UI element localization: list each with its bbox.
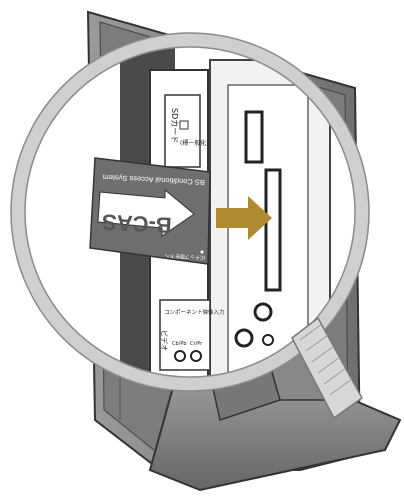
cb-pb-label: Cb/Pb bbox=[172, 341, 187, 347]
bcas-card-brand: B-CAS bbox=[101, 209, 172, 238]
component-input-label: コンポーネント映像入力 bbox=[164, 308, 225, 316]
video-label: ビデオ bbox=[160, 330, 169, 351]
sd-card-label: SDカード bbox=[170, 108, 179, 143]
sd-sub-label: (標一般化) bbox=[180, 139, 209, 147]
bcas-card: B-CAS BS Conditional Access System ICチップ… bbox=[90, 158, 210, 264]
cr-pr-label: Cr/Pr bbox=[190, 341, 203, 347]
